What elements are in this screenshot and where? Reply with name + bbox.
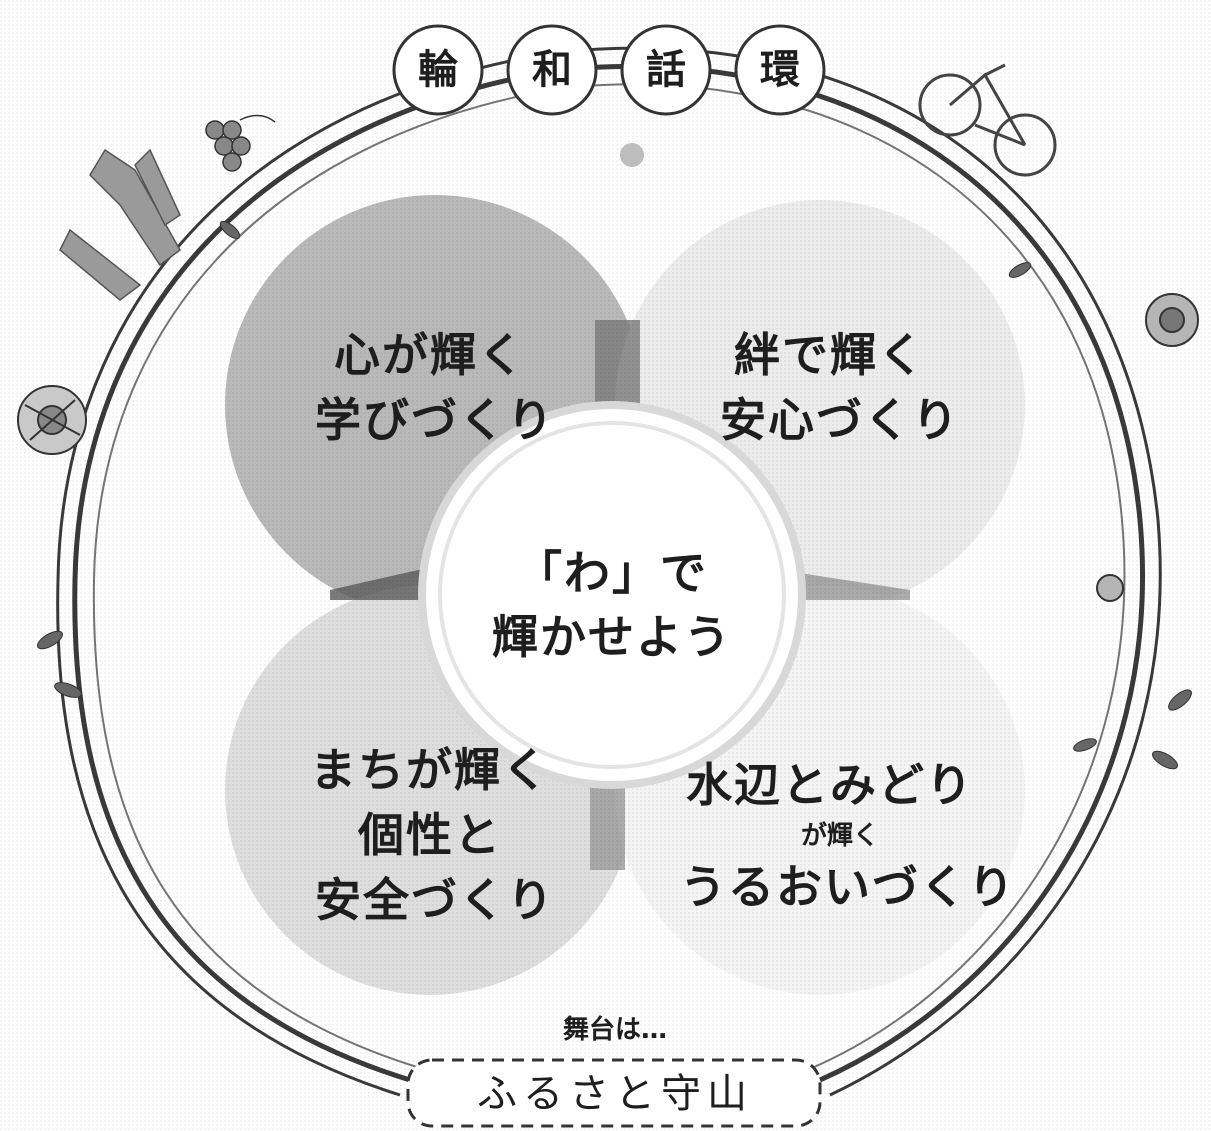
grapes-icon (205, 114, 276, 172)
petal-top-left-line1: 心が輝く (334, 328, 526, 382)
badge-kan: 環 (760, 47, 800, 93)
petal-top-right-line1: 絆で輝く (734, 328, 926, 382)
petal-top-right-line2: 安心づくり (720, 393, 960, 447)
rose-icon (1096, 293, 1199, 602)
petal-bottom-right-line1: 水辺とみどり (686, 758, 974, 812)
leaves-icon (37, 220, 1192, 770)
center-line2: 輝かせよう (492, 610, 732, 664)
petal-bottom-right-line2: が輝く (800, 821, 879, 851)
center-circle-shape (418, 401, 806, 789)
footer-title: ふるさと守山 (477, 1071, 753, 1117)
footer-caption: 舞台は… (562, 1015, 667, 1045)
badge-rin: 輪 (418, 47, 458, 93)
footer-box (406, 1058, 822, 1128)
petal-bottom-left-line1: まちが輝く (310, 743, 550, 797)
petal-bottom-right-line3: うるおいづくり (680, 860, 1016, 914)
flower-icon (17, 385, 87, 455)
header-badge-circles (392, 24, 826, 116)
petal-top-left-line2: 学びづくり (315, 393, 555, 447)
badge-wa: 和 (532, 47, 572, 93)
sparkle-icon (620, 143, 644, 167)
center-line1: 「わ」で (516, 546, 708, 600)
badge-wa-talk: 話 (646, 47, 686, 93)
people-silhouette-icon (59, 148, 181, 301)
petal-bottom-left-line2: 個性と (358, 808, 502, 862)
petal-bottom-left-line3: 安全づくり (315, 873, 555, 927)
bicycle-icon (918, 63, 1057, 177)
